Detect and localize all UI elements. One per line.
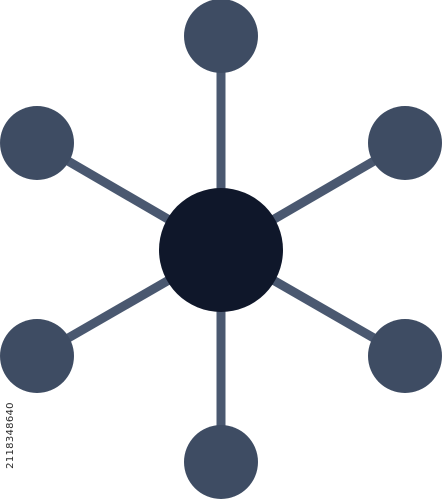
node-bottom bbox=[184, 425, 258, 499]
hub-node bbox=[159, 188, 283, 312]
node-upper-right bbox=[368, 106, 442, 180]
stock-id-text: 2118348640 bbox=[4, 401, 16, 469]
node-top bbox=[184, 0, 258, 73]
node-lower-right bbox=[368, 319, 442, 393]
node-upper-left bbox=[0, 106, 74, 180]
stock-id-label: 2118348640 bbox=[3, 380, 17, 490]
node-lower-left bbox=[0, 319, 74, 393]
